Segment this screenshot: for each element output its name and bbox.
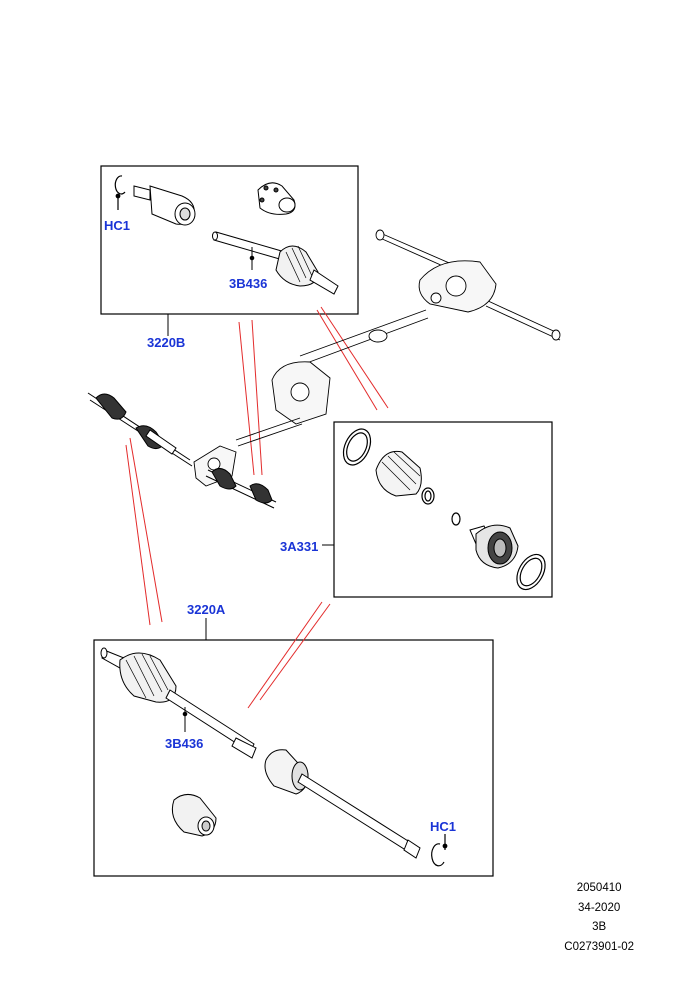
half-shaft-3b436-bottom-icon [100, 647, 257, 759]
cv-joint-icon [469, 524, 519, 569]
front-left-halfshaft-icon [87, 392, 193, 467]
callout-3220b[interactable]: 3220B [147, 335, 186, 350]
reference-line-4: C0273901-02 [564, 940, 634, 953]
frame-3220b [100, 165, 359, 315]
red-reference-lines [125, 306, 389, 709]
circlip-icon [114, 175, 126, 210]
tripod-joint-bottom-icon [171, 794, 217, 837]
cv-boot-icon [375, 450, 422, 497]
callout-hc1-top[interactable]: HC1 [104, 218, 131, 233]
frame-3220a [93, 639, 494, 877]
callout-3b436-top[interactable]: 3B436 [229, 276, 268, 291]
drivetrain-assembly-icon [193, 229, 561, 487]
reference-block: 2050410 34-2020 3B C0273901-02 [564, 879, 634, 957]
callout-3220a[interactable]: 3220A [187, 602, 226, 617]
callout-3a331[interactable]: 3A331 [280, 539, 319, 554]
joint-inner-race-icon [257, 182, 296, 215]
long-shaft-housing-icon [264, 749, 421, 859]
front-right-halfshaft-icon [205, 468, 277, 509]
reference-line-3: 3B [592, 921, 607, 933]
clamp-ring-small-icon [421, 487, 435, 505]
seal-ring-icon [516, 553, 546, 591]
frame-3a331 [333, 421, 553, 598]
circlip-bottom-icon [431, 834, 448, 867]
half-shaft-3b436-top-icon [212, 231, 339, 295]
callout-hc1-bottom[interactable]: HC1 [430, 819, 457, 834]
snap-ring-icon [451, 512, 461, 526]
reference-line-2: 34-2020 [578, 901, 621, 914]
tripod-joint-housing-icon [133, 185, 196, 226]
reference-line-1: 2050410 [576, 882, 622, 894]
clamp-ring-large-icon [342, 428, 372, 466]
callout-3b436-bottom[interactable]: 3B436 [165, 736, 204, 751]
